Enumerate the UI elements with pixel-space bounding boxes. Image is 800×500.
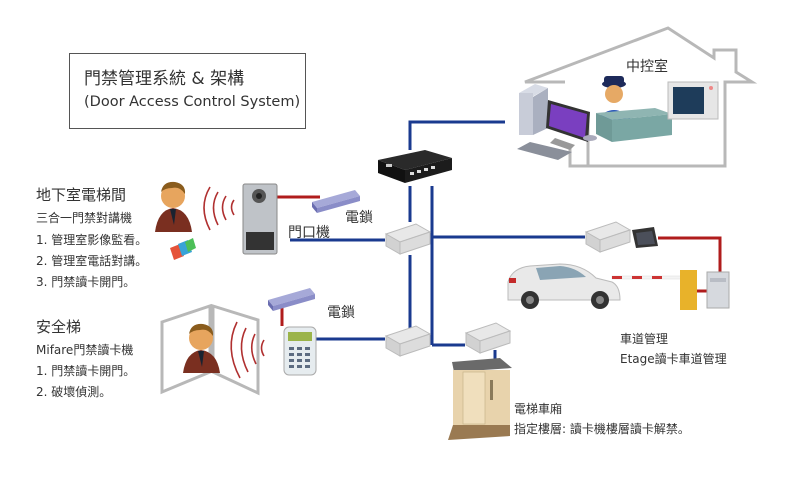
basement-elevator-heading: 地下室電梯間 <box>36 186 127 204</box>
house-outline <box>524 26 758 168</box>
keypad-reader-icon <box>283 326 317 376</box>
intercom-icon <box>242 183 278 255</box>
basement-elevator-item: 1. 管理室影像監看。 <box>36 233 148 247</box>
control-room-label: 中控室 <box>626 59 668 75</box>
controller-icon <box>384 223 432 255</box>
barrier-gate-icon <box>611 270 697 310</box>
title-chinese: 門禁管理系統 & 架構 <box>84 69 245 89</box>
safety-stairs-subtitle: Mifare門禁讀卡機 <box>36 343 134 357</box>
title-english: (Door Access Control System) <box>84 94 301 110</box>
desk-icon <box>596 108 672 142</box>
parking-subtitle: Etage讀卡車道管理 <box>620 352 727 366</box>
rf-waves-icon <box>203 186 235 231</box>
controller-icon <box>384 325 432 357</box>
basement-elevator-item: 3. 門禁讀卡開門。 <box>36 275 136 289</box>
rf-waves-icon <box>230 321 265 379</box>
network-switch-icon <box>378 150 452 183</box>
elevator-car-subtitle: 指定樓層: 讀卡機樓層讀卡解禁。 <box>514 422 690 436</box>
person-icon <box>183 323 220 373</box>
gate-controller-icon <box>706 271 730 309</box>
electric-lock-icon <box>268 288 315 311</box>
safety-stairs-item: 1. 門禁讀卡開門。 <box>36 364 136 378</box>
safety-stairs-item: 2. 破壞偵測。 <box>36 385 112 399</box>
electric-lock-label: 電鎖 <box>345 210 373 226</box>
control-panel-icon <box>667 81 719 120</box>
person-icon <box>155 181 192 232</box>
door-icon <box>160 303 260 396</box>
card-icon <box>170 238 196 260</box>
car-icon <box>507 263 621 309</box>
electric-lock-label: 電鎖 <box>327 305 355 321</box>
elevator-car-icon <box>448 358 512 440</box>
network-lines <box>290 120 585 362</box>
basement-elevator-item: 2. 管理室電話對講。 <box>36 254 148 268</box>
controller-icon <box>464 322 512 354</box>
electric-lock-icon <box>312 190 360 213</box>
elevator-car-heading: 電梯車廂 <box>514 402 563 416</box>
basement-elevator-subtitle: 三合一門禁對講機 <box>36 211 133 225</box>
controller-icon <box>584 221 632 253</box>
parking-heading: 車道管理 <box>620 332 669 346</box>
title-box: 門禁管理系統 & 架構 (Door Access Control System) <box>69 53 306 129</box>
card-reader-icon <box>632 227 658 248</box>
door-unit-label: 門口機 <box>288 225 330 241</box>
computer-icon <box>517 84 597 160</box>
safety-stairs-heading: 安全梯 <box>36 318 82 336</box>
